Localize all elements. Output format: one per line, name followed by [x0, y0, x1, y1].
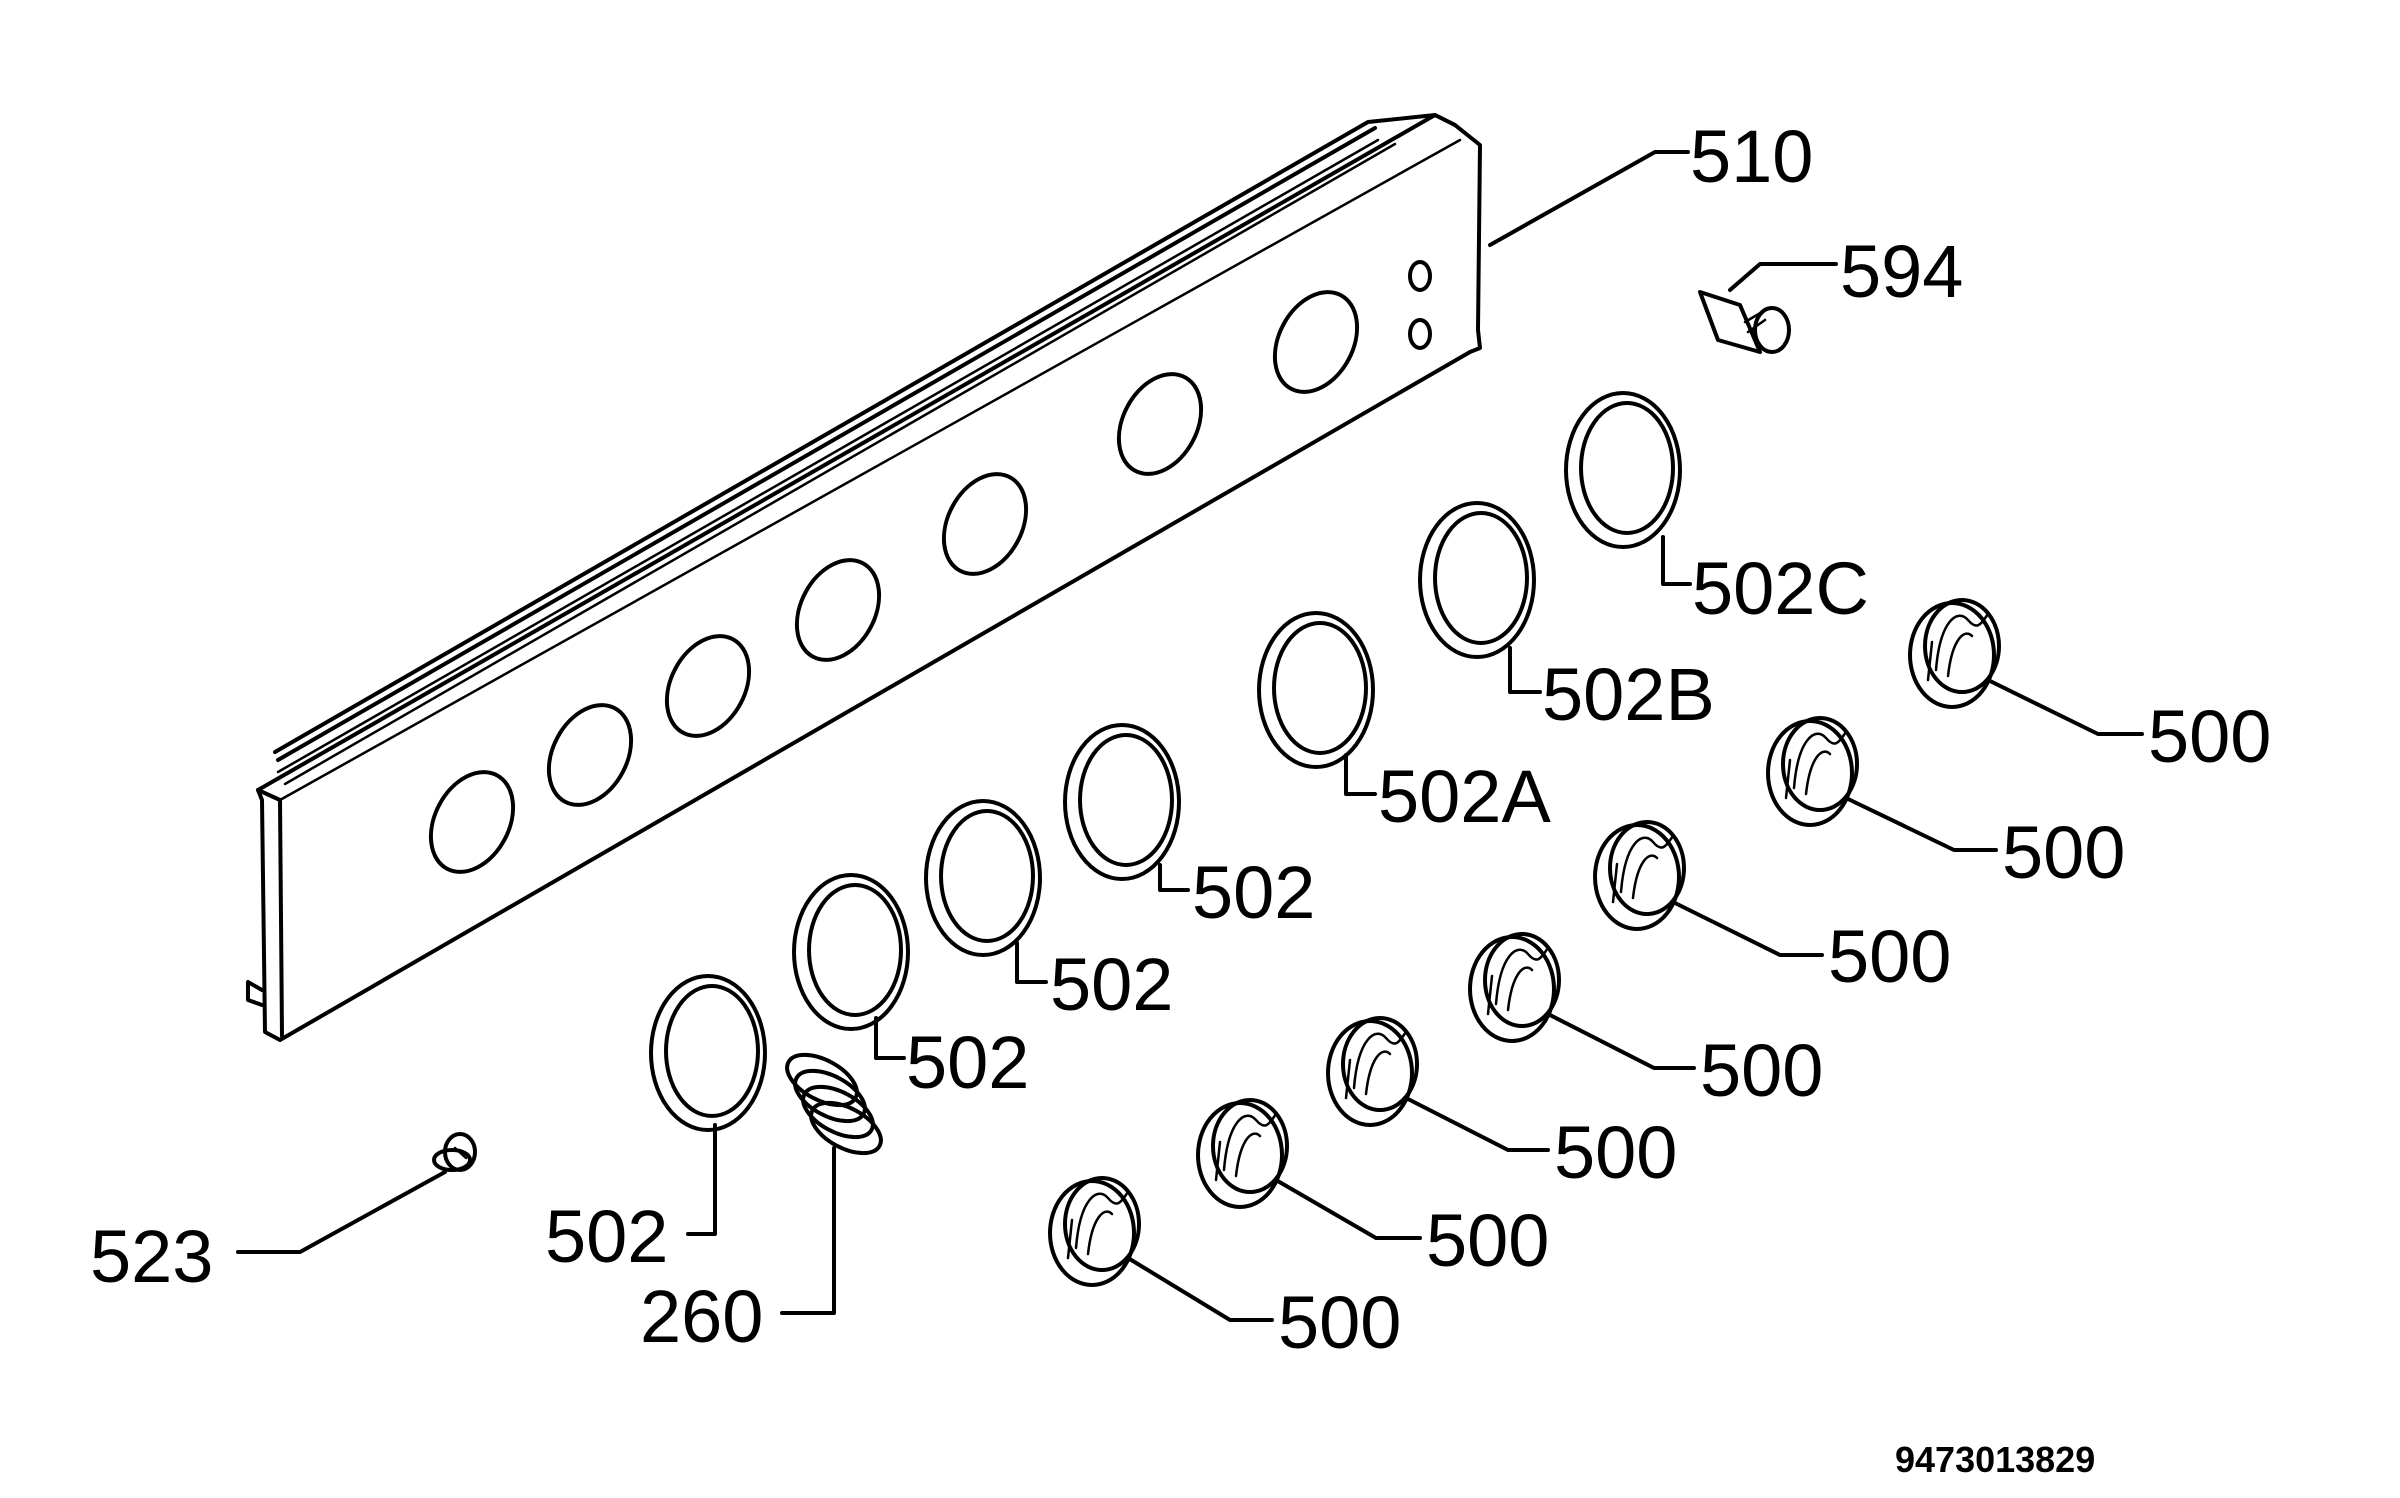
label-500: 500	[1278, 1281, 1401, 1364]
bezel-ring-502c	[1564, 391, 1682, 549]
control-knob-500	[1908, 598, 2001, 709]
label-500: 500	[1828, 915, 1951, 998]
screw	[432, 1132, 477, 1172]
label-502: 502	[906, 1021, 1029, 1104]
bezel-ring-502	[924, 799, 1042, 957]
label-500: 500	[1426, 1199, 1549, 1282]
label-502c: 502C	[1692, 547, 1869, 630]
label-502: 502	[1192, 851, 1315, 934]
bezel-ring-502	[1063, 723, 1181, 881]
drawing-number: 9473013829	[1895, 1439, 2095, 1480]
control-panel	[246, 113, 1482, 1042]
label-594: 594	[1840, 230, 1963, 313]
label-502a: 502A	[1378, 755, 1551, 838]
label-502: 502	[545, 1195, 668, 1278]
label-500: 500	[1700, 1029, 1823, 1112]
panel-indicator-holes	[1408, 260, 1432, 350]
control-knob-500	[1766, 716, 1859, 827]
label-500: 500	[1554, 1111, 1677, 1194]
label-502: 502	[1050, 943, 1173, 1026]
label-260: 260	[640, 1275, 763, 1358]
control-knob-500	[1196, 1098, 1289, 1209]
control-knob-500	[1593, 820, 1686, 931]
control-knob-500	[1468, 932, 1561, 1043]
control-knob-500	[1048, 1176, 1141, 1287]
label-502b: 502B	[1542, 653, 1715, 736]
label-523: 523	[90, 1215, 213, 1298]
bezel-ring-502a	[1257, 611, 1375, 769]
bezel-ring-502	[792, 873, 910, 1031]
control-knob-500	[1326, 1016, 1419, 1127]
label-500: 500	[2148, 695, 2271, 778]
spring	[785, 1052, 883, 1156]
leader-lines	[236, 150, 2144, 1322]
indicator-lamp	[1698, 290, 1791, 354]
bezel-ring-502	[649, 974, 767, 1132]
label-510: 510	[1690, 115, 1813, 198]
panel-knob-holes	[428, 290, 1360, 874]
label-500: 500	[2002, 811, 2125, 894]
bezel-ring-502b	[1418, 501, 1536, 659]
